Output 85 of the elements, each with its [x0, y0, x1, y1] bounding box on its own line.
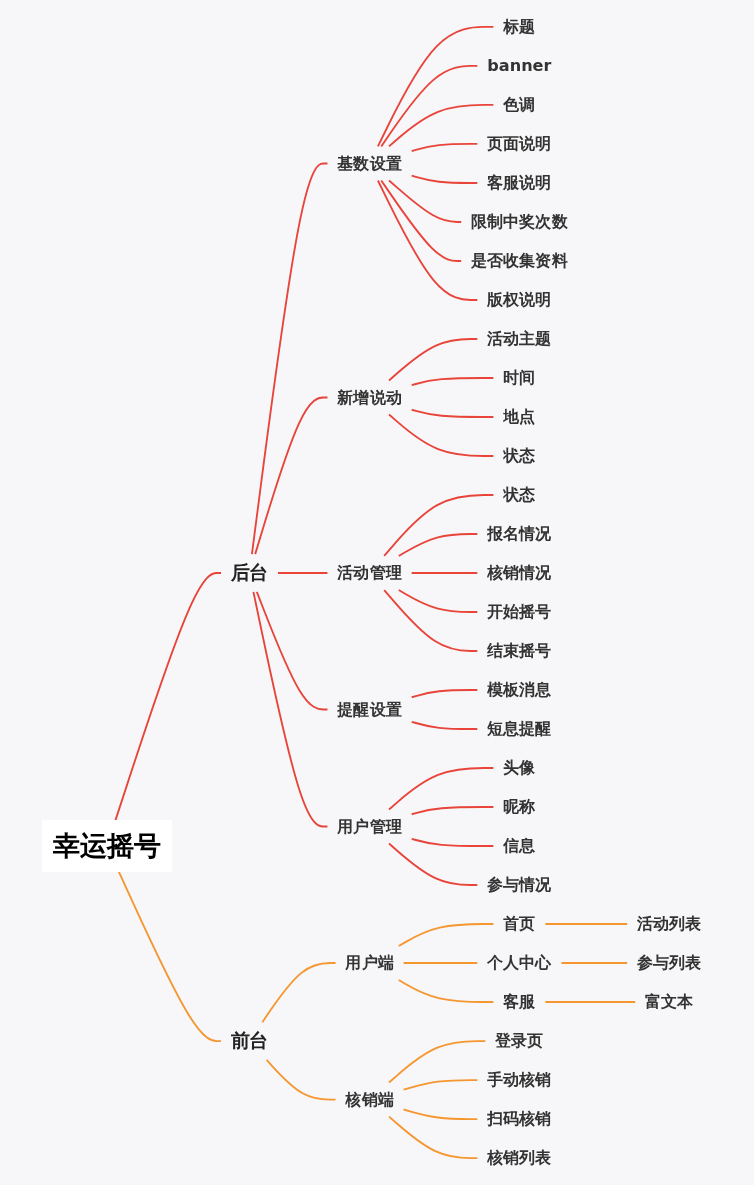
connector	[560, 962, 629, 964]
connector	[388, 179, 463, 223]
node-text: 是否收集资料	[471, 251, 568, 270]
connector	[380, 179, 463, 262]
connector	[251, 162, 329, 556]
node-text: 后台	[230, 561, 269, 584]
connector	[388, 1115, 479, 1159]
node-text: 参与列表	[637, 953, 702, 973]
connector	[383, 494, 495, 557]
node-text: 活动主题	[487, 329, 552, 348]
node-text: 状态	[503, 446, 536, 465]
node-text: 核销列表	[487, 1148, 552, 1168]
node-text: 前台	[230, 1029, 269, 1052]
node-text: 参与情况	[487, 875, 552, 895]
connector	[380, 65, 479, 148]
node-text: 开始摇号	[487, 602, 552, 621]
node-text: banner	[487, 56, 552, 75]
node-text: 信息	[503, 836, 536, 856]
node-text: 地点	[503, 407, 536, 426]
connector	[402, 1079, 479, 1091]
connector	[402, 1108, 479, 1120]
node-text: 短息提醒	[487, 719, 552, 738]
connector	[117, 870, 222, 1042]
node-text: 标题	[503, 17, 536, 36]
connector	[544, 1001, 637, 1003]
node-text: 基数设置	[337, 153, 402, 173]
node-text: 客服	[503, 992, 536, 1012]
connector	[261, 962, 337, 1024]
node-text: 头像	[503, 758, 536, 777]
node-text: 用户管理	[337, 816, 402, 836]
connector	[277, 572, 329, 574]
node-text: 活动管理	[337, 563, 402, 582]
connector	[388, 842, 479, 886]
node-text: 色调	[503, 95, 536, 114]
node-text: 手动核销	[487, 1070, 552, 1090]
node-text: 时间	[503, 368, 536, 387]
connector	[377, 179, 479, 301]
connector	[114, 572, 222, 822]
node-text: 客服说明	[487, 173, 552, 192]
connector	[410, 720, 479, 730]
connector	[265, 1059, 337, 1101]
connector	[377, 26, 495, 148]
connector	[410, 408, 495, 418]
node-text: 模板消息	[487, 680, 552, 699]
node-text: 提醒设置	[337, 699, 402, 719]
node-text: 版权说明	[487, 290, 552, 309]
node-text: 页面说明	[487, 134, 552, 153]
node-text: 核销端	[345, 1089, 394, 1109]
node-text: 富文本	[645, 992, 694, 1012]
node-text: 扫码核销	[487, 1109, 552, 1129]
node-text: 限制中奖次数	[471, 212, 568, 231]
connector	[388, 767, 495, 811]
node-text: 状态	[503, 485, 536, 504]
node-text: 结束摇号	[487, 641, 552, 660]
connector	[397, 589, 479, 613]
connector	[383, 589, 479, 652]
connector	[410, 174, 479, 184]
node-text: 首页	[503, 914, 536, 934]
connector	[410, 837, 495, 847]
connector	[410, 572, 479, 574]
connector	[388, 1040, 487, 1084]
node-text: 个人中心	[487, 953, 552, 973]
connector	[252, 590, 329, 828]
connector	[388, 413, 495, 457]
connector	[544, 923, 629, 925]
connector	[397, 533, 479, 557]
connector	[410, 806, 495, 816]
connector	[388, 338, 479, 382]
node-box: 幸运摇号	[42, 820, 173, 873]
connector	[410, 377, 495, 387]
node-text: 新增说动	[337, 387, 402, 407]
connector	[255, 590, 329, 711]
node-text: 活动列表	[637, 914, 702, 934]
connector	[254, 396, 329, 556]
connector	[397, 979, 495, 1003]
node-text: 报名情况	[487, 524, 552, 543]
connector	[397, 923, 495, 947]
connector	[388, 104, 495, 148]
node-text: 用户端	[345, 953, 394, 973]
node-text: 登录页	[495, 1031, 544, 1051]
connector	[402, 962, 479, 964]
node-text: 昵称	[503, 797, 536, 816]
connector	[410, 689, 479, 699]
connector	[410, 143, 479, 153]
node-text: 核销情况	[487, 563, 552, 582]
